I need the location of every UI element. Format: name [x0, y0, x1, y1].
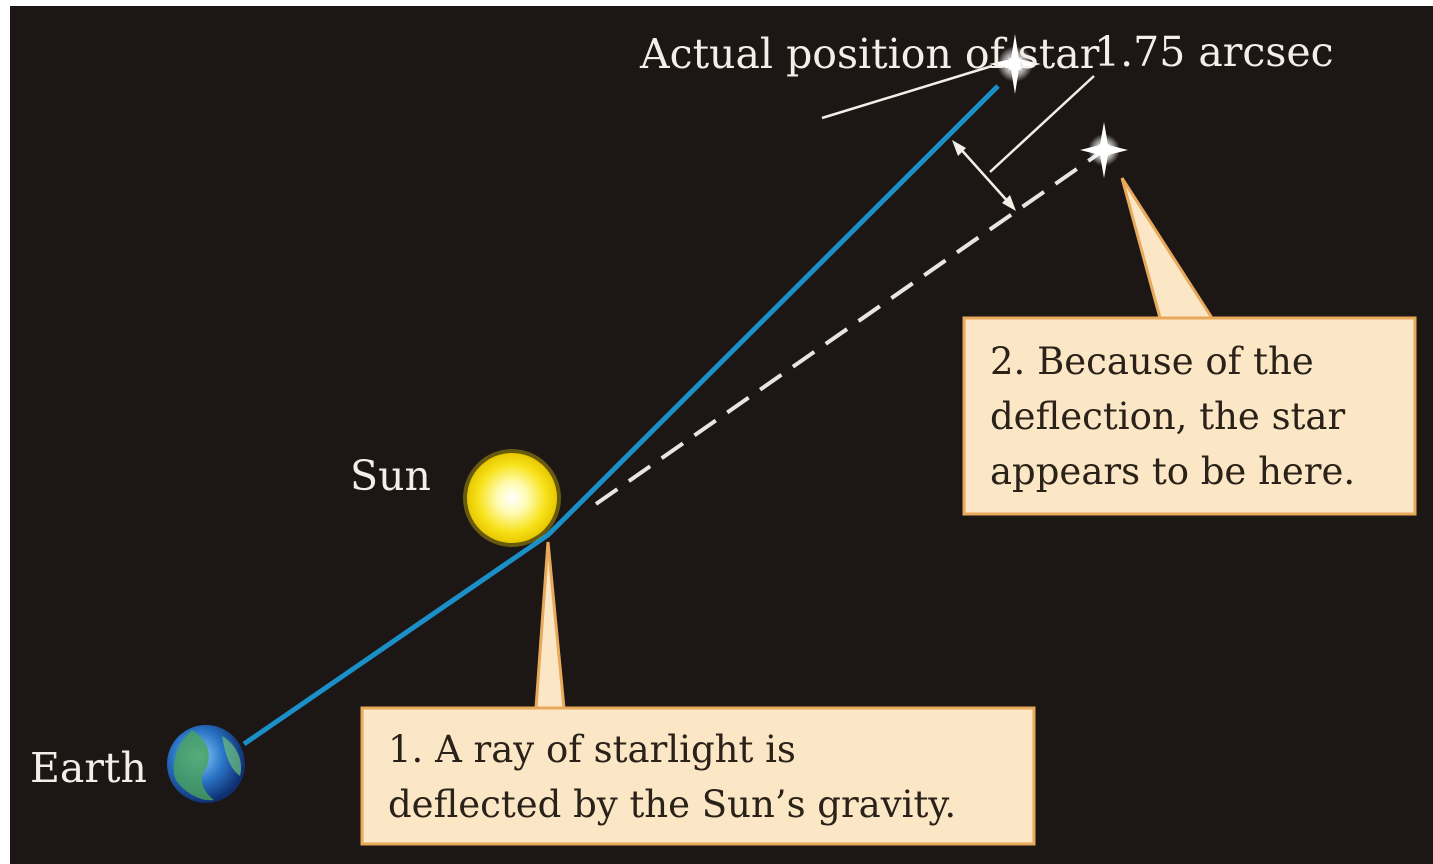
- actual-position-label: Actual position of star: [640, 26, 1099, 82]
- starlight-ray: [244, 86, 998, 744]
- sun-label: Sun: [350, 448, 431, 504]
- earth-label: Earth: [30, 740, 147, 796]
- arcsec-leader: [990, 76, 1094, 172]
- actual-position-label-line-2: position: [786, 30, 952, 78]
- arcsec-label: 1.75 arcsec: [1094, 24, 1334, 80]
- callout-two-line-2: deflection, the star: [990, 389, 1355, 444]
- callout-one-text: 1. A ray of starlight is deflected by th…: [388, 722, 956, 832]
- callout-one-line-1: 1. A ray of starlight is: [388, 722, 956, 777]
- actual-position-label-line-3: of star: [965, 30, 1099, 78]
- callout-one-pointer: [536, 542, 564, 708]
- callout-two-line-1: 2. Because of the: [990, 334, 1355, 389]
- deflection-angle-arrow: [952, 140, 1016, 211]
- callout-two-line-3: appears to be here.: [990, 444, 1355, 499]
- callout-two-pointer: [1122, 178, 1212, 318]
- sun-icon: [463, 449, 561, 547]
- callout-two-text: 2. Because of the deflection, the star a…: [990, 334, 1355, 499]
- callout-one-line-2: deflected by the Sun’s gravity.: [388, 777, 956, 832]
- apparent-star-icon: [1080, 122, 1128, 178]
- actual-position-label-line-1: Actual: [640, 30, 773, 78]
- earth-icon: [167, 725, 245, 803]
